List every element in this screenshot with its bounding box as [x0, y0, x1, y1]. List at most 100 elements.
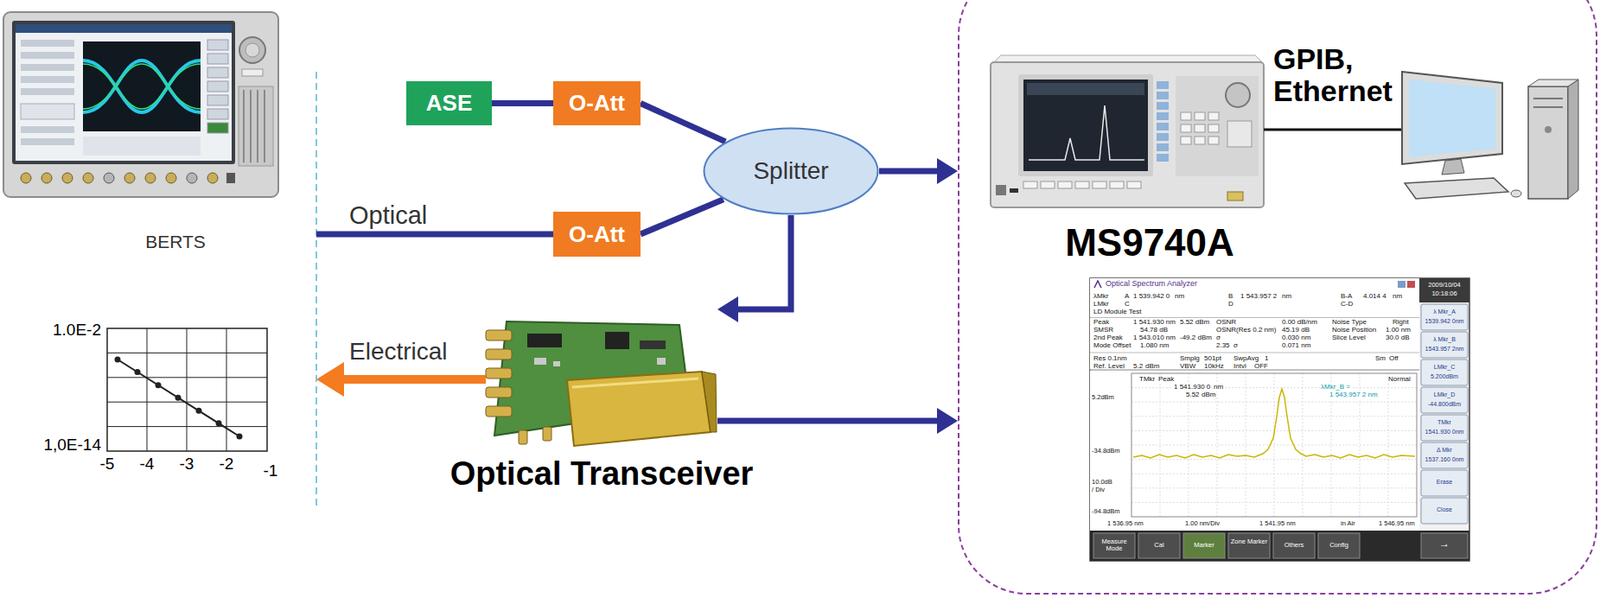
screen-readout: OFF	[1254, 363, 1269, 371]
softkey-label: Δ Mkr	[1420, 446, 1469, 454]
ms9740a-instrument-part	[1156, 112, 1169, 121]
transceiver-board-part	[639, 340, 666, 350]
berts-instrument-part	[82, 60, 201, 113]
ms9740a-instrument-part	[1208, 136, 1219, 145]
osa-screenshot-part	[1090, 370, 1420, 531]
osa-screenshot-part-part	[1183, 533, 1225, 559]
osa-screenshot-part-part	[1138, 533, 1180, 559]
berts-instrument-part	[3, 12, 279, 198]
softkey-label: →	[1439, 538, 1450, 550]
screen-readout: Optical Spectrum Analyzer	[1105, 280, 1198, 289]
arrow-head	[937, 407, 958, 434]
ms9740a-instrument-part	[1180, 124, 1192, 133]
osa-screenshot-part	[1419, 278, 1470, 303]
screen-readout: 1 541.930 nm	[1133, 318, 1176, 327]
transceiver-board	[485, 321, 717, 447]
ms9740a-instrument-part	[1156, 101, 1169, 110]
osa-screenshot-part-part	[1273, 533, 1315, 559]
screen-readout: Peak	[1157, 376, 1175, 384]
osa-screenshot-part-part	[1131, 473, 1417, 475]
ms9740a-instrument-part	[1028, 105, 1145, 160]
arrow-head	[316, 362, 345, 397]
node-label: Optical Transceiver	[450, 456, 754, 493]
screen-readout: LMkr	[1093, 300, 1110, 309]
ms9740a-instrument-part	[1092, 181, 1107, 189]
berts-instrument-part	[20, 126, 75, 134]
pc-computer-part	[1510, 190, 1522, 198]
connector-line	[879, 168, 944, 175]
screen-readout: 0.030 nm	[1281, 334, 1311, 343]
chart-axis-label: -3	[179, 455, 195, 474]
berts-instrument-part	[207, 53, 229, 64]
screen-readout: TMkr	[1138, 376, 1156, 384]
ber-chart-part	[107, 401, 268, 403]
transceiver-node: Optical Transceiver	[485, 302, 718, 450]
osa-screenshot-part	[1133, 388, 1416, 459]
berts-instrument-part	[15, 24, 232, 161]
screen-readout: VBW	[1179, 363, 1196, 371]
connector-line	[717, 418, 944, 425]
separator-line	[315, 71, 318, 510]
screen-readout: 54.78 dB	[1140, 326, 1168, 335]
screen-readout: Noise Position	[1332, 326, 1377, 335]
berts-instrument-part	[82, 63, 201, 109]
ms9740a-instrument-part	[1075, 181, 1090, 189]
ber-chart-part	[146, 328, 148, 452]
transceiver-board-part	[656, 357, 666, 365]
berts-instrument-part	[20, 51, 75, 59]
berts-instrument-part	[239, 37, 266, 64]
berts-instrument-part	[12, 20, 236, 165]
transceiver-board-part	[567, 371, 711, 447]
screen-readout: 2009/10/04	[1427, 281, 1461, 289]
screen-readout: 1 546.95 nm	[1378, 520, 1416, 528]
source-box: ASE	[406, 81, 492, 126]
pc-computer-part	[1568, 79, 1579, 199]
interface-cable	[1263, 128, 1403, 132]
berts-instrument-part	[20, 39, 75, 47]
screen-readout: OSNR(Res 0.2 nm)	[1216, 326, 1276, 335]
berts-instrument-part	[20, 88, 75, 96]
chart-axis-label: 1.0E-2	[52, 321, 102, 340]
transceiver-board-part	[534, 357, 547, 365]
ms9740a-instrument-part	[995, 184, 1007, 196]
berts-instrument-part	[20, 138, 75, 146]
screen-readout: SMSR	[1093, 326, 1114, 335]
ms9740a-instrument-part	[1225, 82, 1250, 108]
connector-line	[732, 215, 791, 310]
screen-readout: 0.00 dB/nm	[1281, 318, 1318, 327]
berts-instrument-part	[245, 43, 260, 58]
ms9740a-instrument-part	[1180, 136, 1192, 145]
screen-readout: C-D	[1340, 300, 1353, 309]
berts-instrument-part	[263, 89, 266, 163]
osa-screenshot-part-part	[1421, 304, 1468, 331]
screen-readout: 4.014 4	[1363, 293, 1387, 301]
screen-readout: λMkr	[1093, 293, 1109, 301]
berts-instrument-part	[207, 122, 229, 134]
osa-screenshot-part	[1093, 533, 1468, 559]
transceiver-board-part	[518, 430, 528, 445]
screen-readout: / Div	[1091, 486, 1105, 494]
osa-screenshot-part	[1090, 352, 1420, 354]
screen-readout: 1 543.957 2 nm	[1328, 391, 1379, 400]
pc-computer-part	[1402, 71, 1503, 165]
screen-readout: 0.071 nm	[1281, 342, 1311, 351]
ber-chart-part	[107, 352, 268, 354]
screen-readout: 1 539.942 0	[1133, 293, 1170, 301]
berts-instrument-part	[62, 172, 73, 184]
ber-chart-part	[236, 433, 243, 440]
berts-instrument-part	[20, 63, 75, 71]
transceiver-board-part	[485, 387, 512, 398]
node-text: O-Att	[568, 90, 625, 116]
screen-readout: -94.8dBm	[1091, 508, 1121, 516]
screen-readout: λMkr_B =	[1319, 383, 1352, 392]
ms9740a-instrument-part	[1026, 82, 1145, 96]
screen-readout: Noise Type	[1332, 318, 1367, 327]
pc-computer	[1402, 71, 1579, 199]
berts-instrument-part	[145, 172, 156, 184]
berts-instrument-part	[165, 172, 177, 184]
ms9740a-instrument-part	[1023, 79, 1148, 172]
pc-computer-part	[1533, 106, 1563, 109]
ms9740a-instrument-part	[1058, 181, 1072, 189]
connector-line	[640, 103, 726, 142]
